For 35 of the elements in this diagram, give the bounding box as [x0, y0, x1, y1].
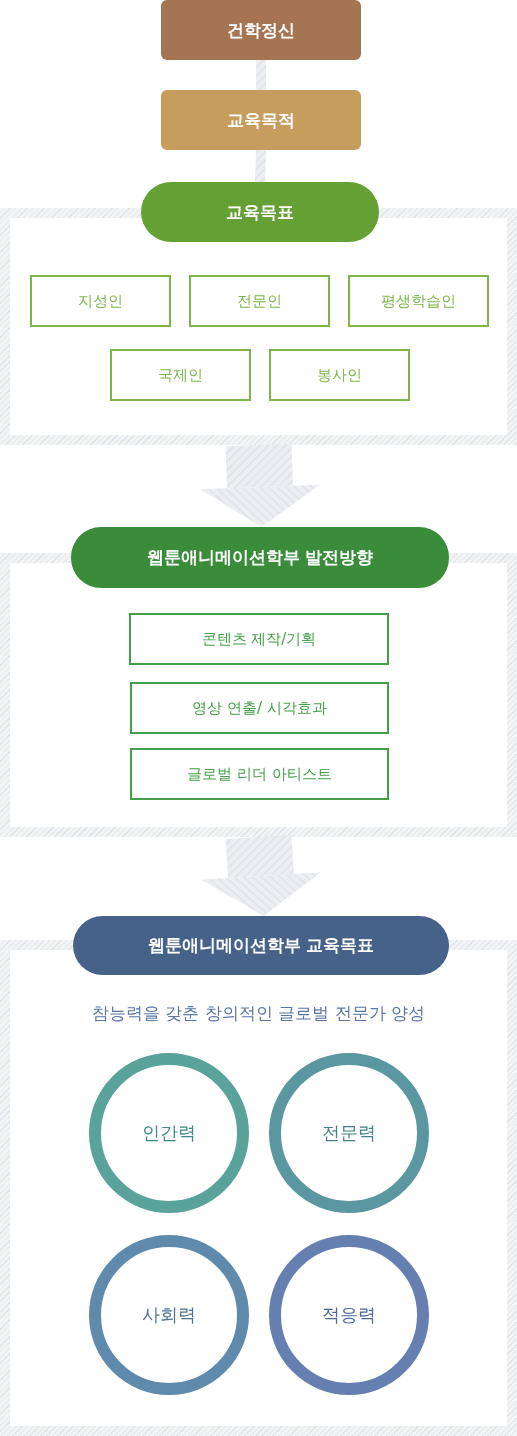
node-label: 글로벌 리더 아티스트 [187, 765, 332, 783]
node-label: 인간력 [142, 1122, 196, 1144]
node-label: 전문력 [322, 1122, 376, 1144]
node-label: 사회력 [142, 1304, 196, 1326]
node-label: 웹툰애니메이션학부 발전방향 [146, 547, 374, 568]
node-label: 전문인 [237, 292, 282, 310]
item-box [189, 275, 330, 327]
node-label: 적응력 [322, 1304, 376, 1326]
arrow [200, 443, 320, 527]
connector-line [255, 149, 266, 183]
node-label: 지성인 [78, 292, 123, 310]
node-label: 건학정신 [227, 19, 295, 41]
item-box [348, 275, 489, 327]
node-label: 교육목적 [227, 109, 295, 131]
item-box [129, 613, 389, 665]
node-label: 국제인 [158, 366, 203, 384]
arrow [201, 834, 321, 916]
hatched-panel [0, 940, 517, 1436]
node-label: 영상 연출/ 시각효과 [192, 699, 327, 717]
node-label: 웹툰애니메이션학부 교육목표 [147, 935, 375, 956]
heading-pill [141, 182, 379, 242]
subtitle-text: 참능력을 갖춘 창의적인 글로벌 전문가 양성 [92, 1002, 425, 1025]
title-box [161, 0, 361, 60]
item-box [30, 275, 171, 327]
heading-pill [71, 527, 449, 588]
node-label: 평생학습인 [381, 292, 456, 310]
title-box [161, 90, 361, 150]
item-box [130, 682, 389, 734]
connector-line [256, 60, 266, 90]
node-label: 봉사인 [317, 366, 362, 384]
item-box [130, 748, 389, 800]
node-label: 콘텐츠 제작/기획 [201, 630, 317, 648]
item-box [110, 349, 251, 401]
item-box [269, 349, 410, 401]
node-label: 교육목표 [226, 201, 294, 223]
